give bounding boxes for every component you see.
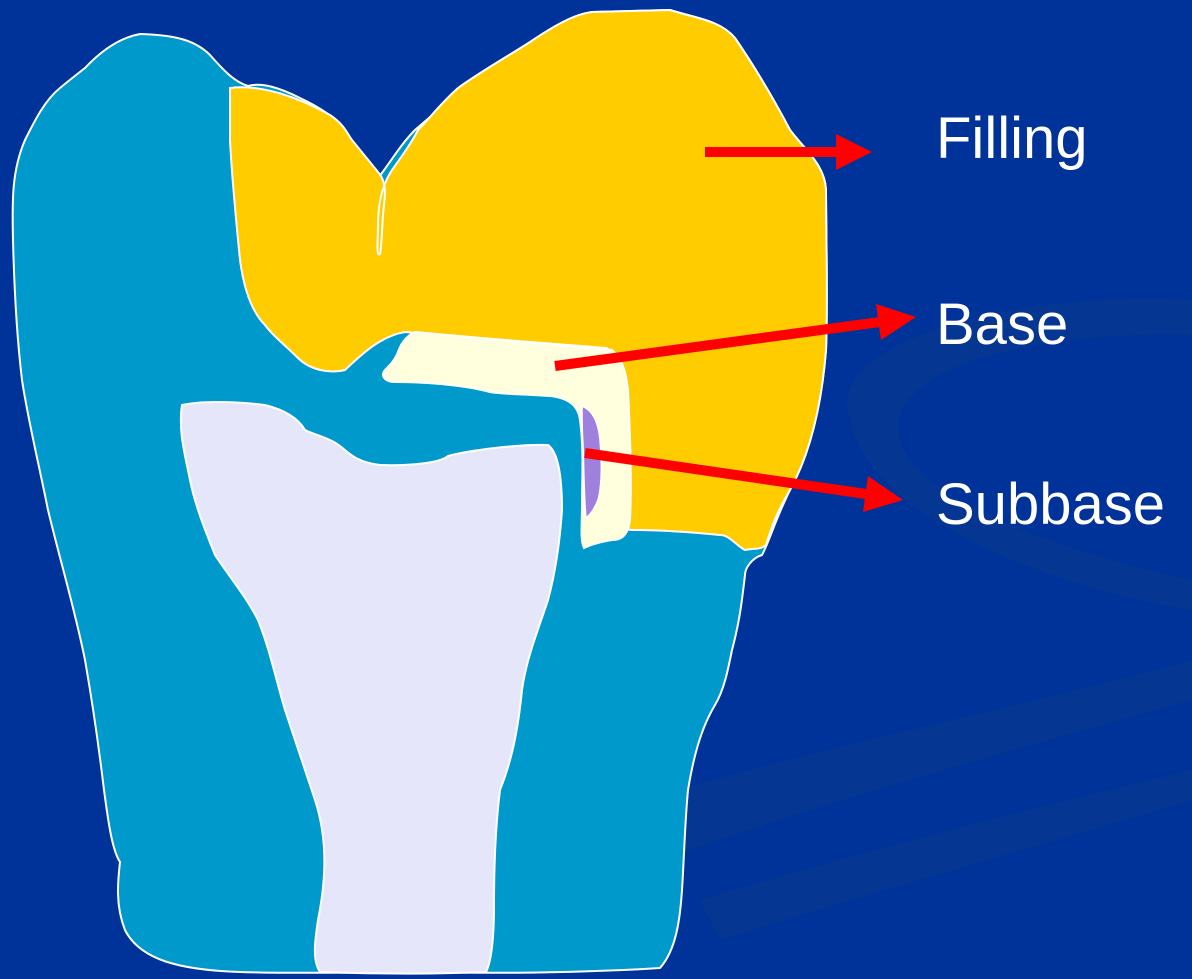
label-subbase: Subbase	[936, 476, 1165, 534]
label-filling: Filling	[936, 110, 1088, 168]
label-base: Base	[936, 296, 1068, 354]
